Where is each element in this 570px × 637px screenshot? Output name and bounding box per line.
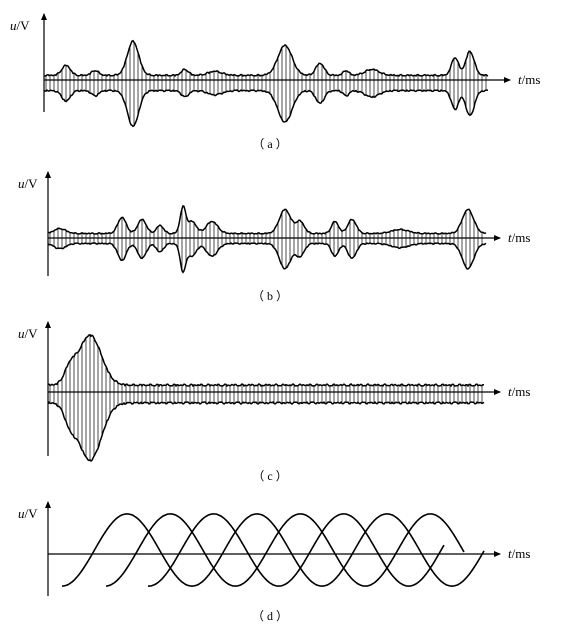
envelope-waveform-c [47, 333, 485, 462]
caption-b: （ b ） [252, 289, 288, 303]
waveform-c-lower-envelope [47, 401, 485, 462]
three-phase-waveform-d [62, 513, 485, 587]
x-label-d: t/ms [508, 546, 530, 561]
waveform-a-lower-envelope [43, 89, 489, 128]
phase-curve-3 [148, 513, 445, 587]
x-label-b: t/ms [508, 230, 530, 245]
panel-a: u/V t/ms （ a ） [10, 13, 540, 151]
panel-b: u/V t/ms （ b ） [18, 171, 530, 303]
y-label-b: u/V [18, 176, 38, 191]
y-label-c: u/V [18, 326, 38, 341]
x-label-a: t/ms [518, 72, 540, 87]
waveform-b-lower-envelope [47, 242, 487, 274]
waveform-c-upper-envelope [47, 333, 484, 388]
caption-d: （ d ） [252, 609, 288, 623]
y-label-d: u/V [18, 506, 38, 521]
x-label-c: t/ms [508, 384, 530, 399]
y-label-a: u/V [10, 18, 30, 33]
waveform-a-upper-envelope [43, 39, 489, 78]
caption-a: （ a ） [252, 137, 287, 151]
waveform-b-upper-envelope [47, 204, 487, 235]
envelope-waveform-a [43, 39, 489, 128]
panel-d: u/V t/ms （ d ） [18, 501, 530, 623]
panel-c: u/V t/ms （ c ） [18, 321, 530, 483]
phase-curve-1 [62, 513, 485, 587]
envelope-waveform-b [47, 204, 487, 274]
phase-curve-2 [105, 513, 465, 587]
caption-c: （ c ） [252, 469, 287, 483]
